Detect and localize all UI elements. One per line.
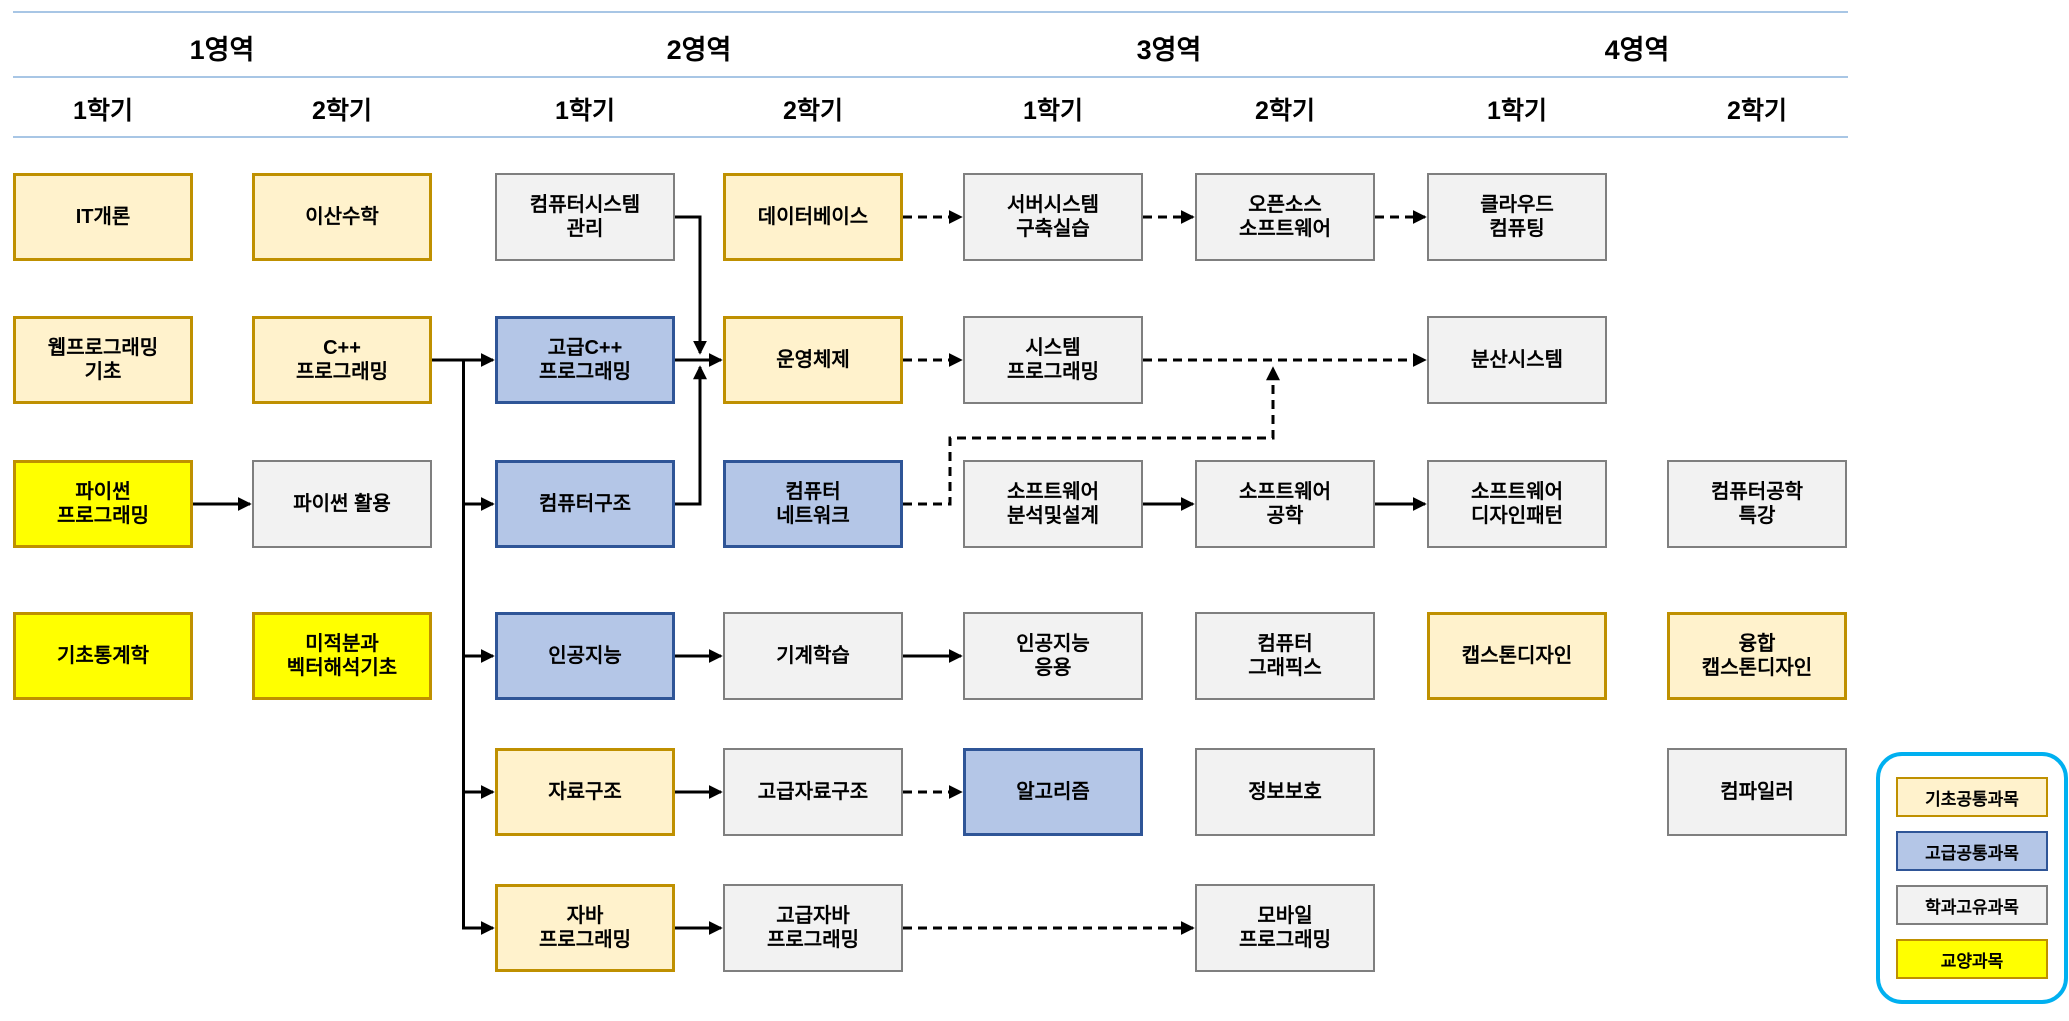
course-java: 자바 프로그래밍	[495, 884, 675, 972]
legend-item-dept: 학과고유과목	[1896, 885, 2048, 925]
edge-network-to-dist-sys	[903, 366, 1280, 506]
edge-cpp-to-java	[432, 358, 495, 935]
course-cpp: C++ 프로그래밍	[252, 316, 432, 404]
semester-header-7: 1학기	[1487, 97, 1547, 125]
semester-header-3: 1학기	[555, 97, 615, 125]
header-divider-bottom	[13, 136, 1848, 138]
course-adv-java: 고급자바 프로그래밍	[723, 884, 903, 972]
course-discrete-math: 이산수학	[252, 173, 432, 261]
course-ml: 기계학습	[723, 612, 903, 700]
header-divider-top	[13, 11, 1848, 13]
course-cse-special: 컴퓨터공학 특강	[1667, 460, 1847, 548]
semester-header-6: 2학기	[1255, 97, 1315, 125]
course-python: 파이썬 프로그래밍	[13, 460, 193, 548]
course-ai: 인공지능	[495, 612, 675, 700]
semester-header-2: 2학기	[312, 97, 372, 125]
course-info-sec: 정보보호	[1195, 748, 1375, 836]
course-cloud: 클라우드 컴퓨팅	[1427, 173, 1607, 261]
semester-header-5: 1학기	[1023, 97, 1083, 125]
course-web-basic: 웹프로그래밍 기초	[13, 316, 193, 404]
legend-item-liberal: 교양과목	[1896, 939, 2048, 979]
course-adv-data-struct: 고급자료구조	[723, 748, 903, 836]
course-data-struct: 자료구조	[495, 748, 675, 836]
course-server-build: 서버시스템 구축실습	[963, 173, 1143, 261]
course-adv-cpp: 고급C++ 프로그래밍	[495, 316, 675, 404]
course-fusion-capstone: 융합 캡스톤디자인	[1667, 612, 1847, 700]
course-dist-sys: 분산시스템	[1427, 316, 1607, 404]
legend-item-advanced: 고급공통과목	[1896, 831, 2048, 871]
edge-sys-mgmt-to-os	[675, 215, 707, 355]
course-compiler: 컴파일러	[1667, 748, 1847, 836]
course-sys-prog: 시스템 프로그래밍	[963, 316, 1143, 404]
course-sw-eng: 소프트웨어 공학	[1195, 460, 1375, 548]
legend-item-basic: 기초공통과목	[1896, 777, 2048, 817]
semester-header-8: 2학기	[1727, 97, 1787, 125]
course-stats: 기초통계학	[13, 612, 193, 700]
semester-header-1: 1학기	[73, 97, 133, 125]
course-sw-pattern: 소프트웨어 디자인패턴	[1427, 460, 1607, 548]
course-mobile: 모바일 프로그래밍	[1195, 884, 1375, 972]
course-os: 운영체제	[723, 316, 903, 404]
course-network: 컴퓨터 네트워크	[723, 460, 903, 548]
course-graphics: 컴퓨터 그래픽스	[1195, 612, 1375, 700]
course-it-intro: IT개론	[13, 173, 193, 261]
course-open-source: 오픈소스 소프트웨어	[1195, 173, 1375, 261]
area-header-4: 4영역	[1604, 35, 1670, 65]
course-comp-arch: 컴퓨터구조	[495, 460, 675, 548]
area-header-2: 2영역	[666, 35, 732, 65]
course-calculus: 미적분과 벡터해석기초	[252, 612, 432, 700]
course-capstone: 캡스톤디자인	[1427, 612, 1607, 700]
course-python-app: 파이썬 활용	[252, 460, 432, 548]
course-ai-app: 인공지능 응용	[963, 612, 1143, 700]
course-sw-design: 소프트웨어 분석및설계	[963, 460, 1143, 548]
course-algorithm: 알고리즘	[963, 748, 1143, 836]
course-sys-mgmt: 컴퓨터시스템 관리	[495, 173, 675, 261]
edge-comp-arch-to-os	[675, 365, 707, 506]
semester-header-4: 2학기	[783, 97, 843, 125]
header-divider-middle	[13, 76, 1848, 78]
area-header-1: 1영역	[189, 35, 255, 65]
area-header-3: 3영역	[1136, 35, 1202, 65]
course-database: 데이터베이스	[723, 173, 903, 261]
